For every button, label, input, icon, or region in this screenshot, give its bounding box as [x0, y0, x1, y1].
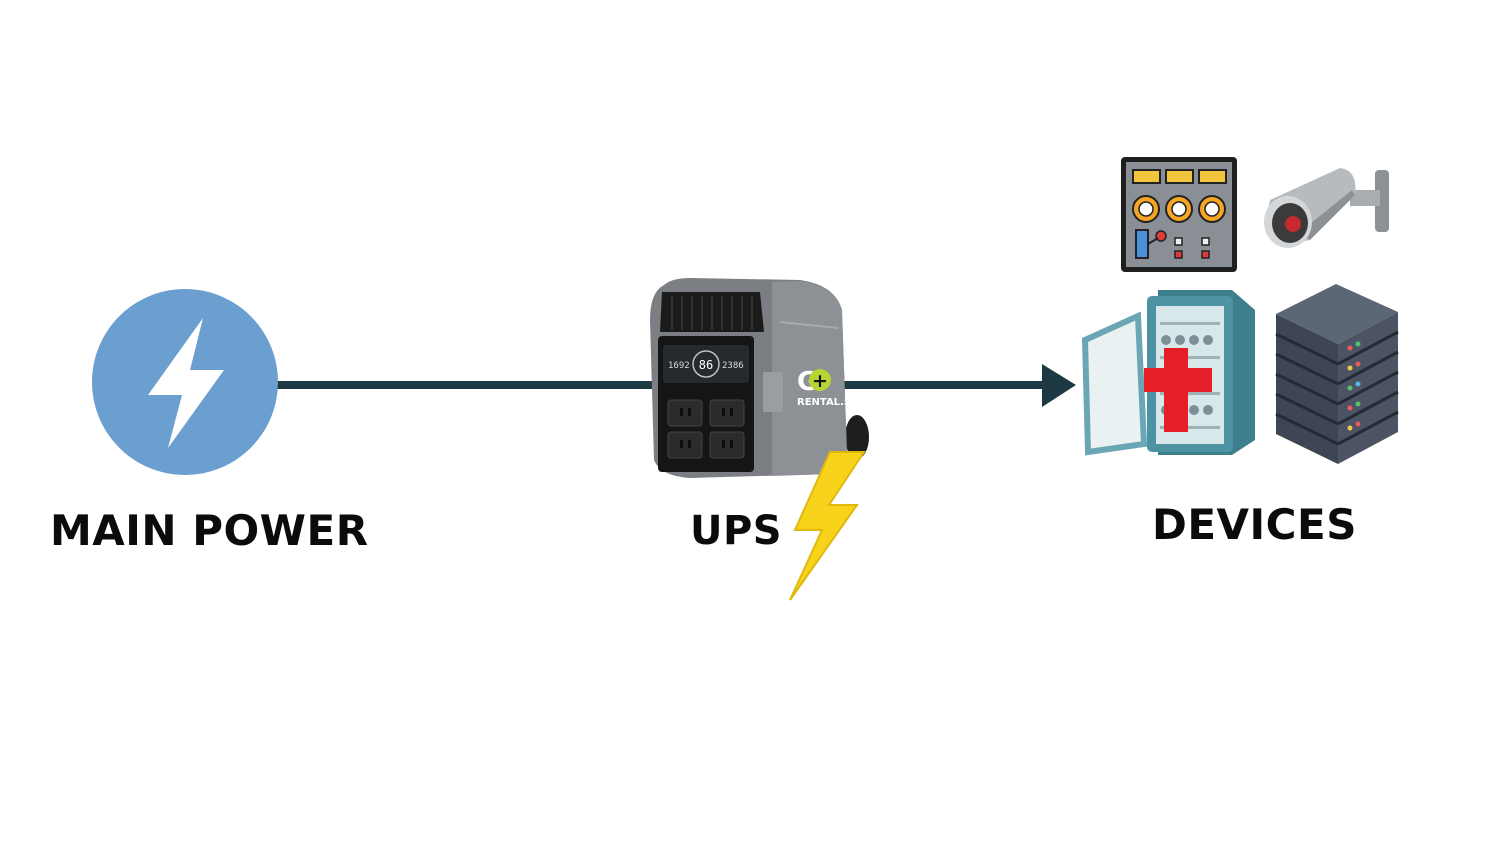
lightning-bolt-icon — [92, 289, 278, 475]
ups-display-right: 2386 — [722, 361, 744, 371]
control-panel-icon — [1121, 157, 1237, 272]
ups-label: UPS — [690, 508, 783, 554]
server-rack-icon — [1275, 284, 1399, 464]
portable-power-station-icon — [650, 278, 869, 478]
power-bolt-icon — [789, 451, 866, 601]
connector-ups-to-devices — [835, 364, 1076, 407]
ups-brand-name: RENTAL.SG — [797, 397, 859, 408]
ups-brand-plus: + — [812, 370, 828, 392]
ups-display-left: 1692 — [668, 361, 690, 371]
medical-fridge-icon — [1081, 290, 1255, 456]
ups-display-center: 86 — [699, 358, 713, 372]
ups-brand-plus-badge — [809, 369, 831, 391]
main-power-label: MAIN POWER — [50, 506, 369, 555]
security-camera-icon — [1264, 168, 1389, 248]
devices-label: DEVICES — [1152, 500, 1357, 549]
